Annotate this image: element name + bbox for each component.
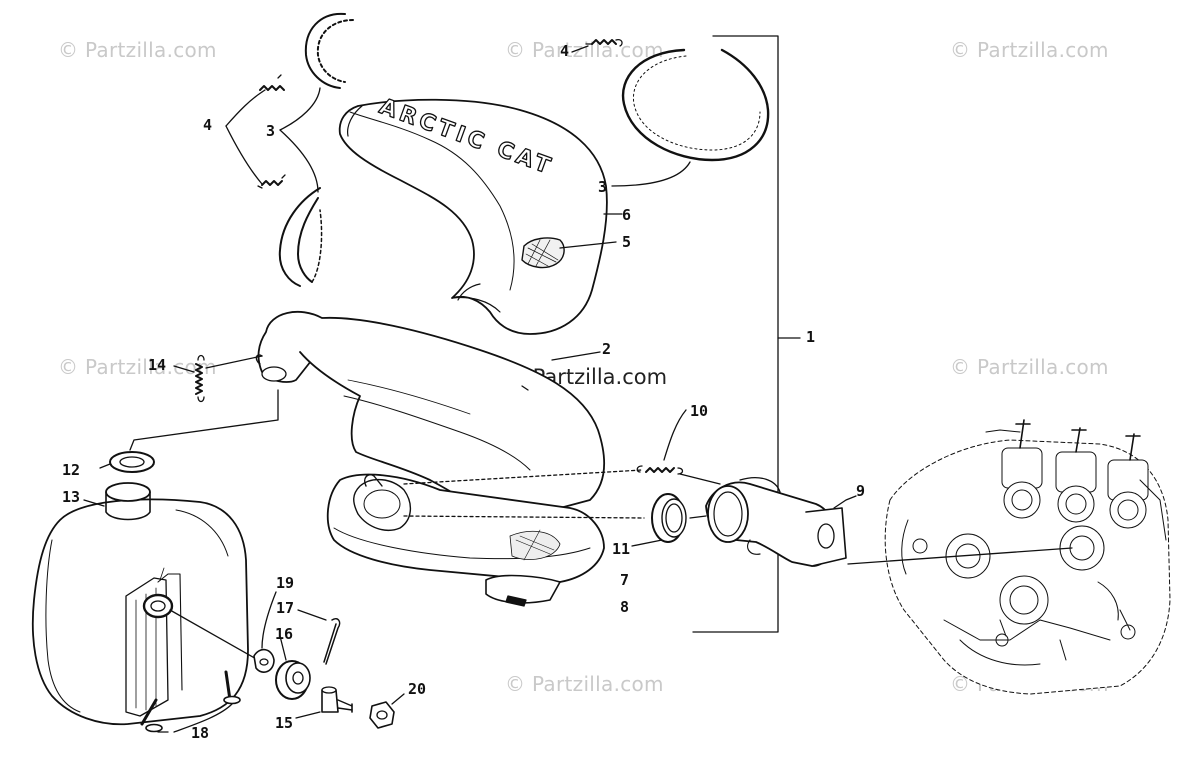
callout-1: 1: [806, 328, 816, 346]
callout-14: 14: [148, 356, 167, 374]
clamp-chain-upper: [304, 12, 354, 89]
expansion-chamber: [255, 310, 605, 607]
watermark: © Partzilla.com: [505, 672, 664, 696]
clamp-chain-lower: [278, 187, 323, 287]
watermark: © Partzilla.com: [950, 38, 1109, 62]
clamp-hoop: [621, 48, 770, 162]
callout-4: 4: [560, 42, 570, 60]
callout-8: 8: [620, 598, 630, 616]
callout-6: 6: [622, 206, 632, 224]
washer-19: [253, 648, 275, 673]
grommet-16: [275, 660, 311, 700]
callout-15: 15: [275, 714, 294, 732]
callout-2: 2: [602, 340, 612, 358]
callout-10: 10: [690, 402, 709, 420]
gasket-12: [109, 451, 155, 473]
callout-19: 19: [276, 574, 295, 592]
watermark: © Partzilla.com: [950, 355, 1109, 379]
callout-11: 11: [612, 540, 631, 558]
callout-16: 16: [275, 625, 294, 643]
cotter-pin-17: [323, 617, 341, 665]
callout-7: 7: [620, 571, 630, 589]
callout-20: 20: [408, 680, 427, 698]
spring-14: [195, 354, 205, 403]
nut-20: [369, 701, 395, 729]
callout-18: 18: [191, 724, 210, 742]
seal-ring-11: [651, 493, 687, 543]
callout-12: 12: [62, 461, 81, 479]
watermark: © Partzilla.com: [58, 38, 217, 62]
exhaust-manifold: [705, 477, 847, 567]
watermark: © Partzilla.com: [58, 355, 217, 379]
callout-3: 3: [598, 178, 608, 196]
engine-block: [884, 419, 1171, 695]
assembly-bracket: [692, 35, 801, 633]
spring-top-center: [585, 38, 623, 47]
callout-17: 17: [276, 599, 295, 617]
muffler-heat-shield: ARCTIC CAT: [338, 93, 608, 335]
callout-4: 4: [203, 116, 213, 134]
spring-lower-left: [257, 174, 286, 189]
bolt-15: [321, 686, 353, 713]
watermark: © Partzilla.com: [505, 38, 664, 62]
insulation-patch: [521, 237, 565, 269]
spring-10: [636, 465, 684, 475]
silencer-muffler: [31, 482, 249, 733]
callout-5: 5: [622, 233, 632, 251]
callout-13: 13: [62, 488, 81, 506]
spring-upper-left: [259, 74, 285, 93]
callout-9: 9: [856, 482, 866, 500]
callout-3: 3: [266, 122, 276, 140]
